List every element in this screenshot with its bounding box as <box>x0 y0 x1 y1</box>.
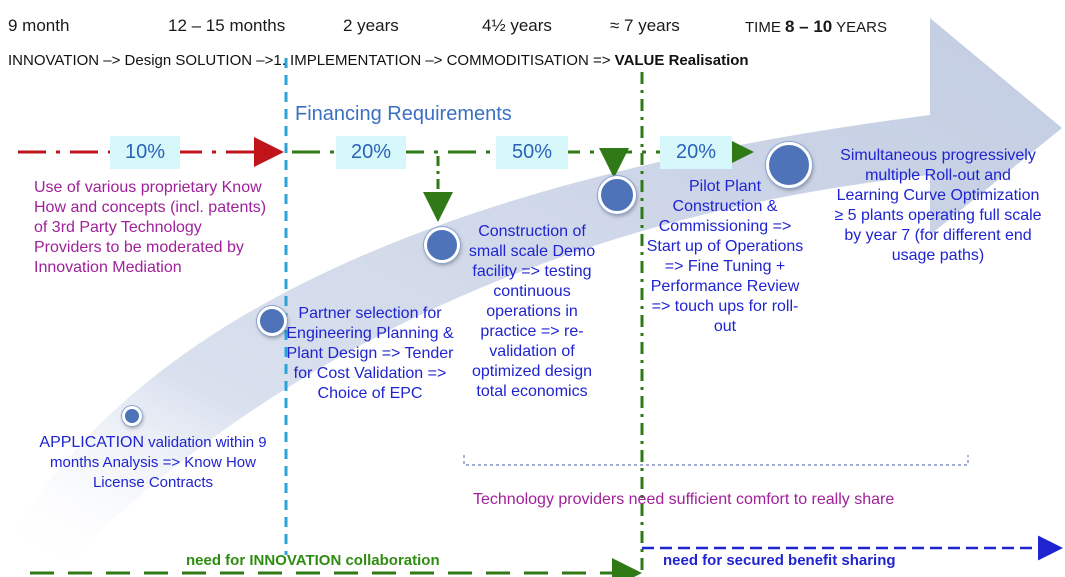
time-bold: 8 – 10 <box>785 17 833 36</box>
timeline-7-years: ≈ 7 years <box>610 16 680 35</box>
phase-text: INNOVATION –> Design SOLUTION –>1. IMPLE… <box>8 52 615 69</box>
application-bold: APPLICATION <box>39 434 145 451</box>
phase-sequence: INNOVATION –> Design SOLUTION –>1. IMPLE… <box>8 52 749 69</box>
node-partner <box>257 306 287 336</box>
construction-text: Construction of small scale Demo facilit… <box>468 223 596 400</box>
node-application <box>122 406 142 426</box>
application-rest: validation within 9 months Analysis => K… <box>50 434 267 491</box>
node-construction <box>424 227 460 263</box>
node-rollout <box>766 142 812 188</box>
time-suffix: YEARS <box>832 19 888 36</box>
timeline-4-5-years: 4½ years <box>482 16 552 35</box>
node-pilot <box>598 176 636 214</box>
comfort-text: Technology providers need sufficient com… <box>473 491 895 508</box>
pilot-text: Pilot Plant Construction & Commissioning… <box>646 178 804 335</box>
percent-50: 50% <box>496 136 568 169</box>
application-text: APPLICATION validation within 9 months A… <box>28 433 278 493</box>
know-how-text: Use of various proprietary Know How and … <box>34 179 267 276</box>
timeline-8-10-years: TIME 8 – 10 YEARS <box>745 17 887 37</box>
partner-text: Partner selection for Engineering Planni… <box>286 305 454 402</box>
percent-10: 10% <box>110 136 180 169</box>
financing-title: Financing Requirements <box>295 103 512 125</box>
timeline-9-month: 9 month <box>8 16 70 35</box>
percent-20-b: 20% <box>660 136 732 169</box>
time-prefix: TIME <box>745 19 785 36</box>
percent-20-a: 20% <box>336 136 406 169</box>
timeline-2-years: 2 years <box>343 16 399 35</box>
benefit-sharing-label: need for secured benefit sharing <box>663 552 896 569</box>
timeline-12-15-months: 12 – 15 months <box>168 16 286 35</box>
rollout-text: Simultaneous progressively multiple Roll… <box>834 147 1042 264</box>
comfort-bracket <box>463 455 969 466</box>
innovation-collab-label: need for INNOVATION collaboration <box>186 552 440 569</box>
phase-value-realisation: VALUE Realisation <box>614 52 749 69</box>
